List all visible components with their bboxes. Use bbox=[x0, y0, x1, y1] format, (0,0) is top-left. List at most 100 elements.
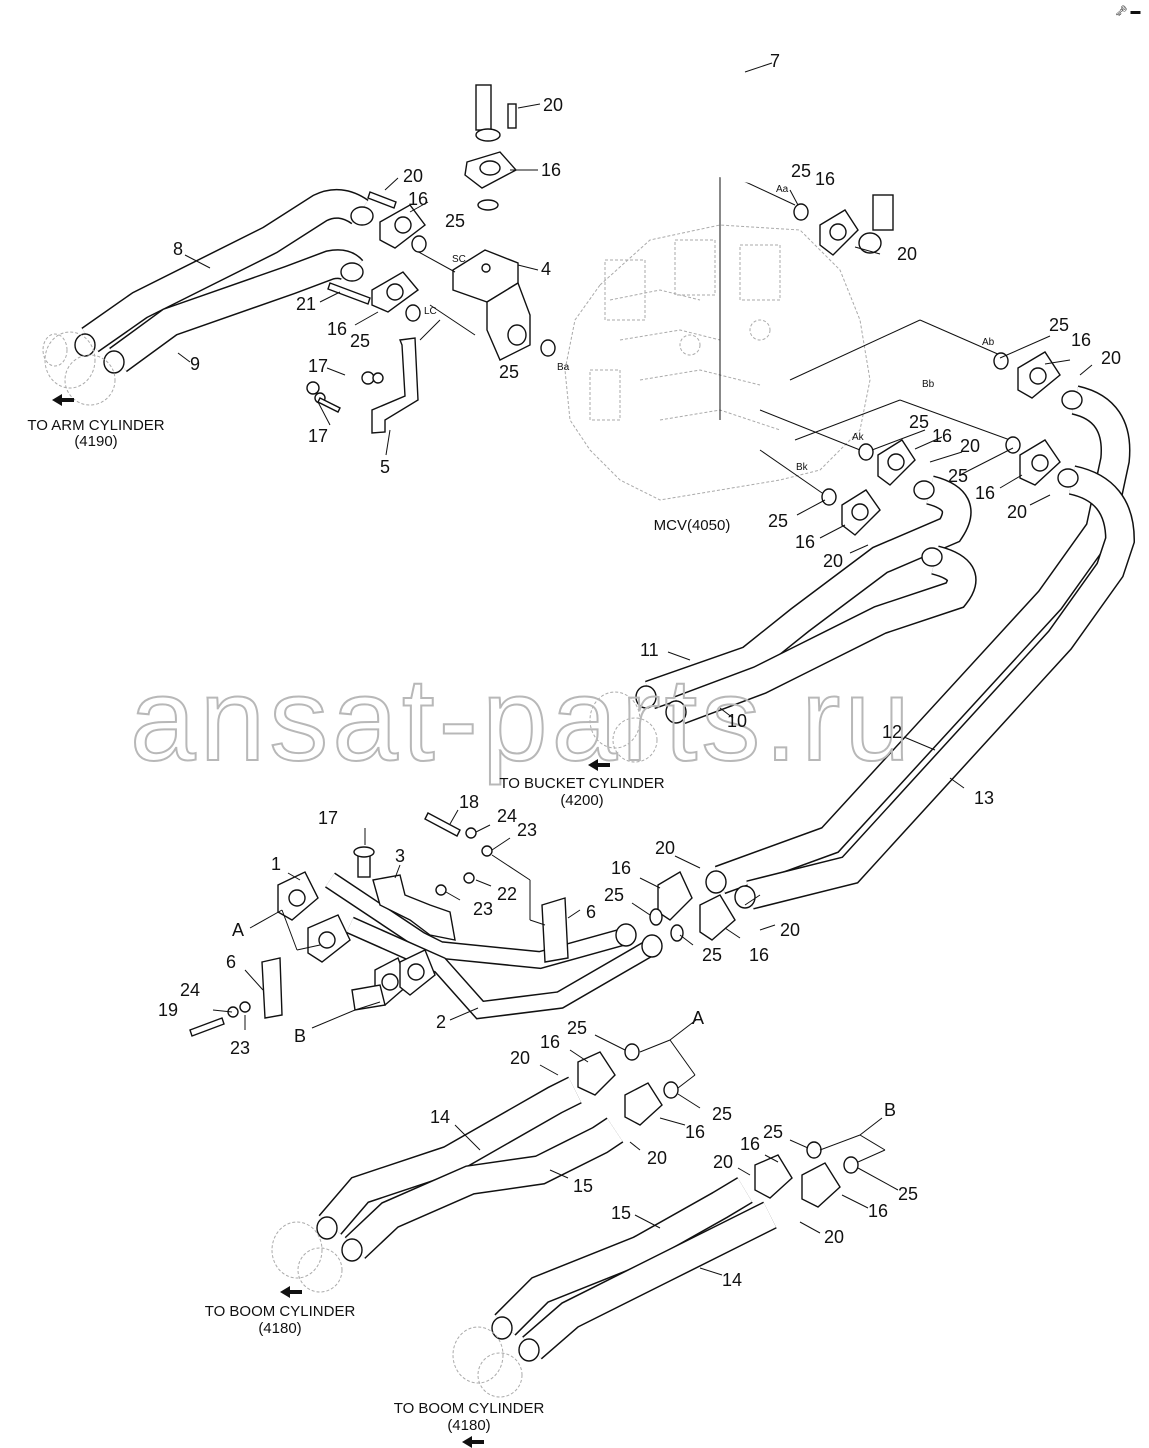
callout-14-a: 14 bbox=[430, 1107, 450, 1127]
callout-20-top: 20 bbox=[543, 95, 563, 115]
port-ba: Ba bbox=[557, 362, 570, 373]
callout-b: B bbox=[294, 1026, 306, 1046]
callout-20-bk: 20 bbox=[823, 551, 843, 571]
direction-arrow-icon bbox=[462, 1436, 484, 1448]
callout-11: 11 bbox=[640, 640, 659, 660]
callout-25-c: 25 bbox=[604, 885, 624, 905]
callout-25-g: 25 bbox=[763, 1122, 783, 1142]
boom-cylinder-1-ghost bbox=[271, 1221, 343, 1293]
arm-cylinder-code: (4190) bbox=[74, 433, 117, 450]
callout-20-bb: 20 bbox=[1007, 502, 1027, 522]
bolt-20-a bbox=[367, 191, 397, 209]
callout-16-g: 16 bbox=[740, 1134, 760, 1154]
callout-17-b: 17 bbox=[308, 426, 328, 446]
port-ak: Ak bbox=[852, 432, 865, 443]
callout-20-e: 20 bbox=[510, 1048, 530, 1068]
hose-15-b bbox=[491, 1177, 753, 1340]
bracket-5 bbox=[371, 337, 419, 434]
callout-15-a: 15 bbox=[573, 1176, 593, 1196]
port-aa: Aa bbox=[776, 184, 789, 195]
bucket-cylinder-code: (4200) bbox=[560, 792, 603, 809]
washer-24-a bbox=[465, 827, 477, 839]
direction-arrow-icon bbox=[588, 759, 610, 771]
bolt-18 bbox=[424, 812, 461, 837]
oring-25-b bbox=[405, 304, 421, 322]
callout-25-e: 25 bbox=[567, 1018, 587, 1038]
valve-block-4 bbox=[452, 249, 531, 361]
hose-9 bbox=[103, 249, 364, 374]
callout-16-b: 16 bbox=[327, 319, 347, 339]
callout-24-b: 24 bbox=[180, 980, 200, 1000]
arm-cylinder-label: TO ARM CYLINDER bbox=[27, 417, 164, 434]
flange-pipe-1 bbox=[277, 871, 319, 921]
boom-cylinder-2-ghost bbox=[452, 1326, 523, 1398]
callout-25-bb: 25 bbox=[948, 466, 968, 486]
clamp-6-a bbox=[541, 897, 569, 963]
callout-8: 8 bbox=[173, 239, 183, 259]
port-bb: Bb bbox=[922, 379, 935, 390]
clamp-6-b bbox=[261, 957, 283, 1019]
callout-20-a: 20 bbox=[403, 166, 423, 186]
callout-16-h: 16 bbox=[868, 1201, 888, 1221]
callout-20-f: 20 bbox=[647, 1148, 667, 1168]
callout-16-a: 16 bbox=[408, 189, 428, 209]
callout-2: 2 bbox=[436, 1012, 446, 1032]
callout-25-ba: 25 bbox=[499, 362, 519, 382]
oring-25-ak bbox=[858, 443, 874, 461]
oring-25-e bbox=[624, 1043, 640, 1061]
callout-16-d: 16 bbox=[749, 945, 769, 965]
oring-25-bk bbox=[821, 488, 837, 506]
oring-25-h bbox=[843, 1156, 859, 1174]
direction-arrow-icon bbox=[280, 1286, 302, 1298]
callout-25-f: 25 bbox=[712, 1104, 732, 1124]
callout-18: 18 bbox=[459, 792, 479, 812]
pipe-2 bbox=[346, 916, 660, 1020]
port-lc: LC bbox=[424, 306, 437, 317]
callout-22: 22 bbox=[497, 884, 517, 904]
arm-cylinder-ghost bbox=[42, 331, 116, 406]
callout-a: A bbox=[232, 920, 244, 940]
callout-16-bk: 16 bbox=[795, 532, 815, 552]
callout-4: 4 bbox=[541, 259, 551, 279]
bolt-20-top bbox=[507, 103, 517, 129]
hose-14-a bbox=[316, 1076, 582, 1240]
flange-pipe-2 bbox=[307, 914, 351, 963]
split-flange-16-bk bbox=[841, 489, 881, 536]
callout-12: 12 bbox=[882, 722, 902, 742]
callout-25-ab: 25 bbox=[1049, 315, 1069, 335]
callout-16-c: 16 bbox=[611, 858, 631, 878]
bolt-21 bbox=[327, 282, 371, 305]
watermark: ansat-parts.ru bbox=[130, 654, 914, 786]
flange-pipe-b bbox=[374, 949, 436, 1006]
flange-pipe-end bbox=[615, 923, 663, 958]
split-flange-16-ab bbox=[1017, 351, 1061, 399]
split-flange-16-h bbox=[801, 1162, 841, 1208]
hose-10 bbox=[665, 545, 977, 725]
callout-25-bk: 25 bbox=[768, 511, 788, 531]
oring-25-aa bbox=[793, 203, 809, 221]
hose-8 bbox=[74, 188, 374, 357]
callout-16-aa: 16 bbox=[815, 169, 835, 189]
callout-19: 19 bbox=[158, 1000, 178, 1020]
callout-20-ak: 20 bbox=[960, 436, 980, 456]
split-flange-16-e bbox=[577, 1051, 616, 1096]
callout-20-ab: 20 bbox=[1101, 348, 1121, 368]
destination-labels: TO ARM CYLINDER (4190) MCV(4050) TO BUCK… bbox=[27, 417, 730, 1434]
callout-b2: B bbox=[884, 1100, 896, 1120]
bolts-17 bbox=[306, 371, 384, 413]
callout-25-aa: 25 bbox=[791, 161, 811, 181]
boom-cylinder-1-label: TO BOOM CYLINDER bbox=[205, 1303, 356, 1320]
callout-5: 5 bbox=[380, 457, 390, 477]
port-labels: SC LC Ba Aa Ab Bb Ak Bk bbox=[424, 184, 995, 473]
corner-mark: 🗝 ▬ bbox=[1115, 5, 1140, 17]
callout-25-h: 25 bbox=[898, 1184, 918, 1204]
oring-25-c bbox=[649, 908, 663, 926]
callout-6-b: 6 bbox=[226, 952, 236, 972]
pipe-7 bbox=[475, 24, 894, 254]
callouts: 7 20 16 20 16 25 8 4 21 16 25 9 17 17 5 … bbox=[158, 51, 1121, 1290]
hose-12 bbox=[705, 385, 1131, 895]
callout-16-f: 16 bbox=[685, 1122, 705, 1142]
split-flange-16-top bbox=[464, 151, 518, 189]
pipe-1 bbox=[325, 872, 633, 970]
